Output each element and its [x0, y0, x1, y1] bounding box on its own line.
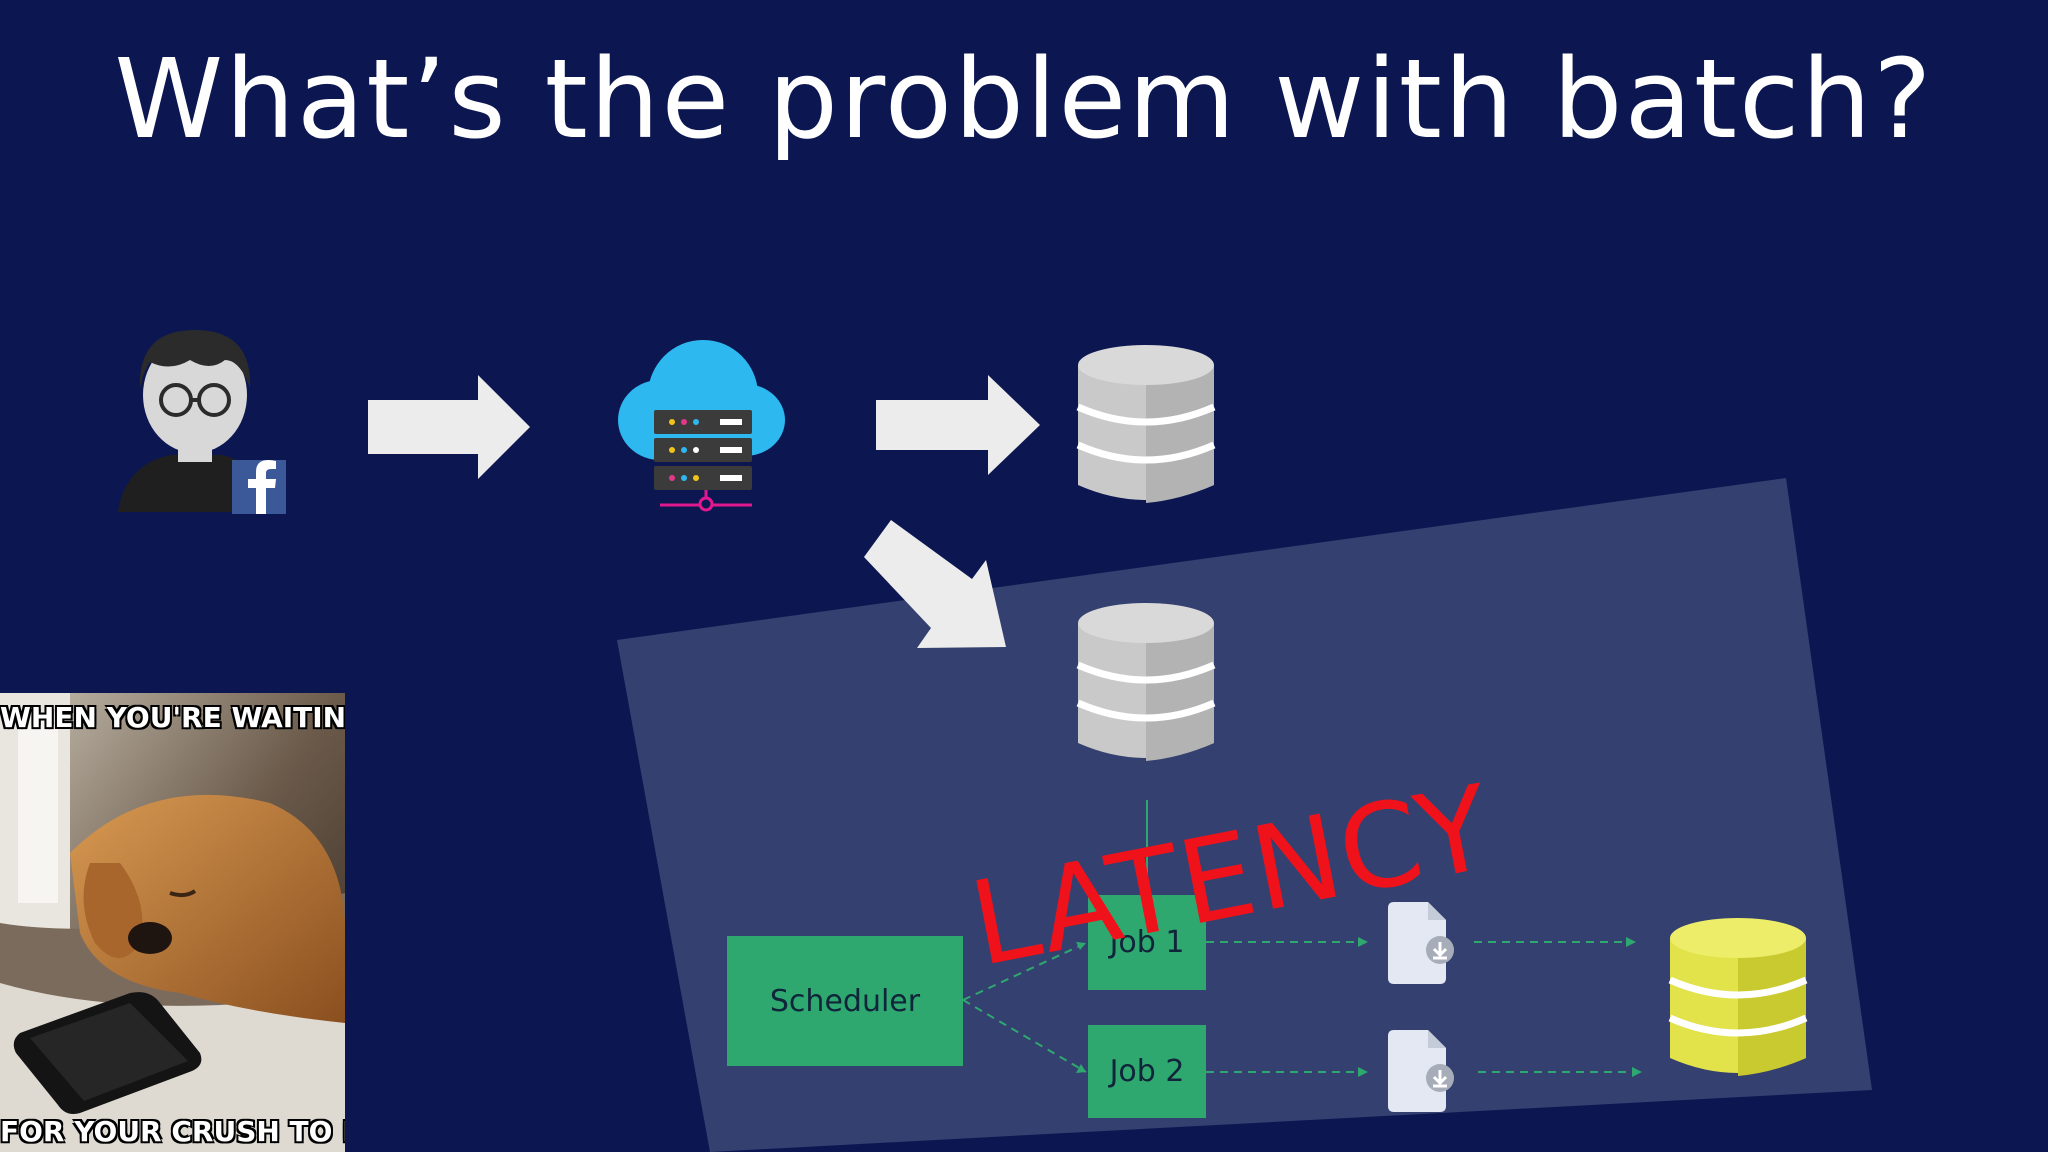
scheduler-box: Scheduler — [727, 936, 963, 1066]
meme-image: WHEN YOU'RE WAITING FOR YOUR CRUSH TO RE… — [0, 693, 345, 1152]
arrow-user-to-server — [368, 375, 530, 479]
scheduler-label: Scheduler — [769, 983, 921, 1019]
job2-label: Job 2 — [1109, 1054, 1185, 1089]
arrow-server-to-replica — [864, 520, 1006, 648]
job1-box: Job 1 — [1088, 895, 1206, 990]
dashed-connectors — [962, 941, 1636, 1073]
meme-top-text: WHEN YOU'RE WAITING — [0, 701, 345, 734]
dashed-arrowheads — [1076, 937, 1642, 1077]
cloud-server-icon — [618, 340, 785, 512]
database-icon — [1076, 603, 1216, 761]
file-download-icon — [1388, 1030, 1454, 1112]
database-icon — [1668, 918, 1808, 1076]
job1-label: Job 1 — [1109, 925, 1185, 960]
meme-bottom-text: FOR YOUR CRUSH TO REPLY — [0, 1115, 345, 1148]
arrow-server-to-database — [876, 375, 1040, 475]
dog-photo — [0, 693, 345, 1152]
file-download-icon — [1388, 902, 1454, 984]
facebook-icon — [232, 460, 286, 514]
slide-title: What’s the problem with batch? — [114, 35, 1934, 163]
job2-box: Job 2 — [1088, 1025, 1206, 1118]
database-icon — [1076, 345, 1216, 503]
